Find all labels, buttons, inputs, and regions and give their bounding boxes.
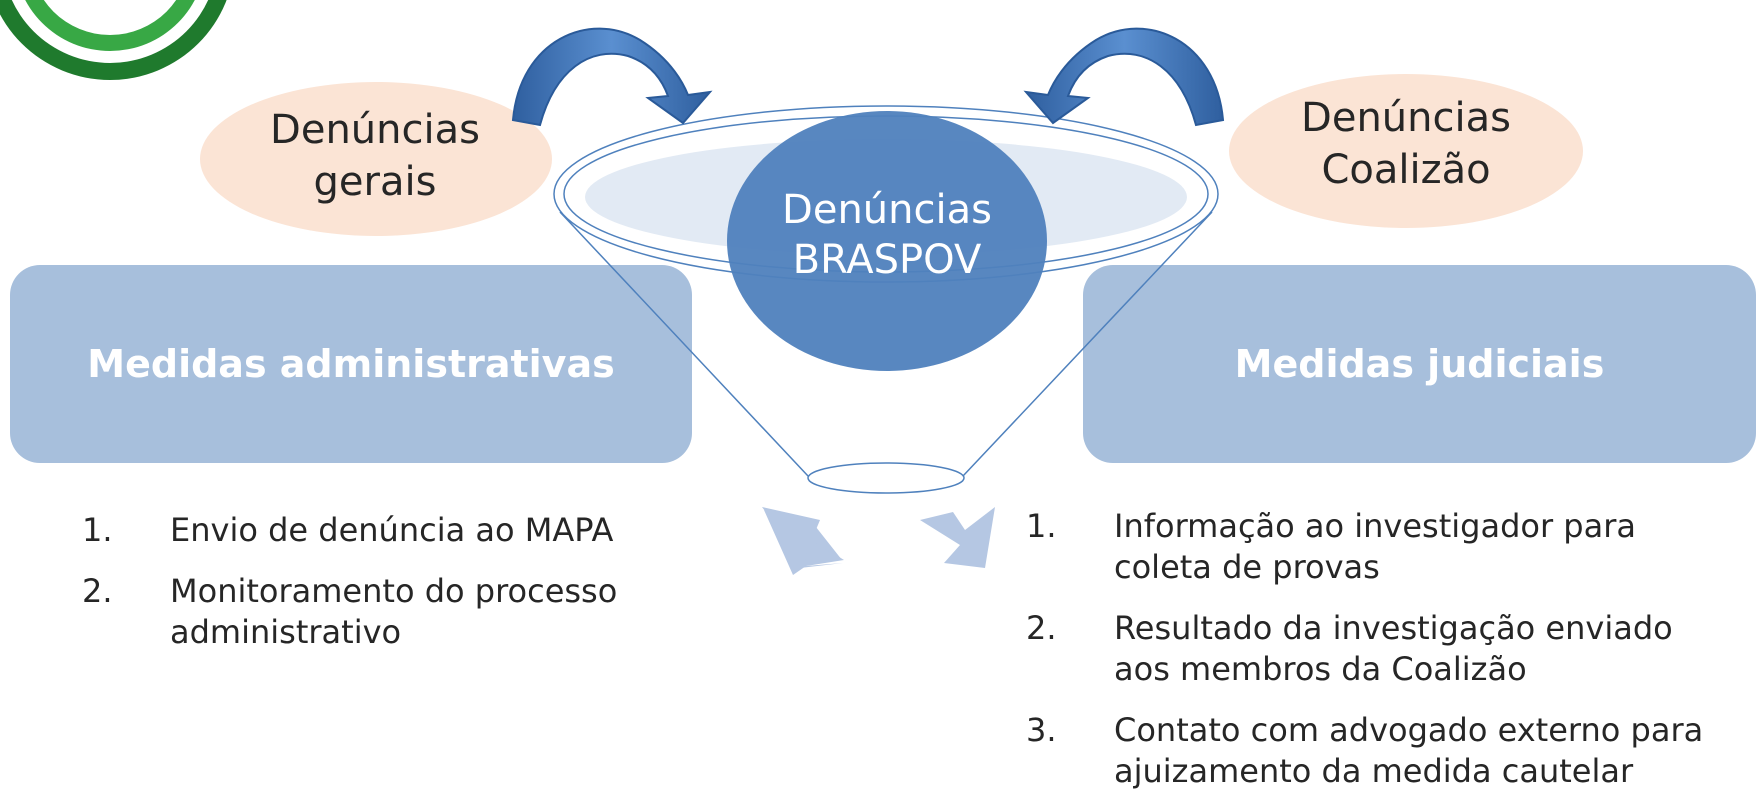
label-denuncias-gerais: Denúncias gerais <box>270 107 480 205</box>
right-list: 1. Informação ao investigador para colet… <box>1006 506 1706 812</box>
list-item-text: Contato com advogado externo para ajuiza… <box>1114 710 1704 790</box>
title-medidas-judiciais: Medidas judiciais <box>1234 342 1605 386</box>
list-item-number: 2. <box>82 571 113 610</box>
list-item: 3. Contato com advogado externo para aju… <box>1006 710 1706 792</box>
list-item-number: 1. <box>1026 507 1057 545</box>
label-denuncias-braspov: Denúncias BRASPOV <box>782 187 992 283</box>
box-medidas-administrativas <box>10 265 692 463</box>
down-left-arrow-icon <box>762 507 844 575</box>
list-item-text: Informação ao investigador para coleta d… <box>1114 507 1636 586</box>
list-item: 2. Monitoramento do processo administrat… <box>62 571 702 653</box>
list-item: 1. Envio de denúncia ao MAPA <box>62 510 702 551</box>
list-item: 2. Resultado da investigação enviado aos… <box>1006 608 1706 690</box>
curved-arrow-left-icon <box>511 27 713 127</box>
oval-denuncias-coalizao <box>1229 74 1583 228</box>
curved-arrow-right-icon <box>1023 27 1225 127</box>
box-medidas-judiciais <box>1083 265 1756 463</box>
title-medidas-administrativas: Medidas administrativas <box>87 342 615 386</box>
down-right-arrow-icon <box>920 507 995 568</box>
list-item-number: 2. <box>1026 608 1057 647</box>
label-denuncias-coalizao: Denúncias Coalizão <box>1301 95 1511 193</box>
logo-icon <box>0 0 227 80</box>
list-item-text: Monitoramento do processo administrativo <box>170 571 618 651</box>
left-list: 1. Envio de denúncia ao MAPA 2. Monitora… <box>62 510 702 673</box>
list-item: 1. Informação ao investigador para colet… <box>1006 506 1706 588</box>
oval-denuncias-gerais <box>200 82 552 236</box>
list-item-text: Resultado da investigação enviado aos me… <box>1114 608 1673 688</box>
list-item-number: 1. <box>82 511 113 549</box>
list-item-number: 3. <box>1026 710 1057 749</box>
circle-denuncias-braspov <box>727 111 1047 371</box>
list-item-text: Envio de denúncia ao MAPA <box>170 511 614 549</box>
